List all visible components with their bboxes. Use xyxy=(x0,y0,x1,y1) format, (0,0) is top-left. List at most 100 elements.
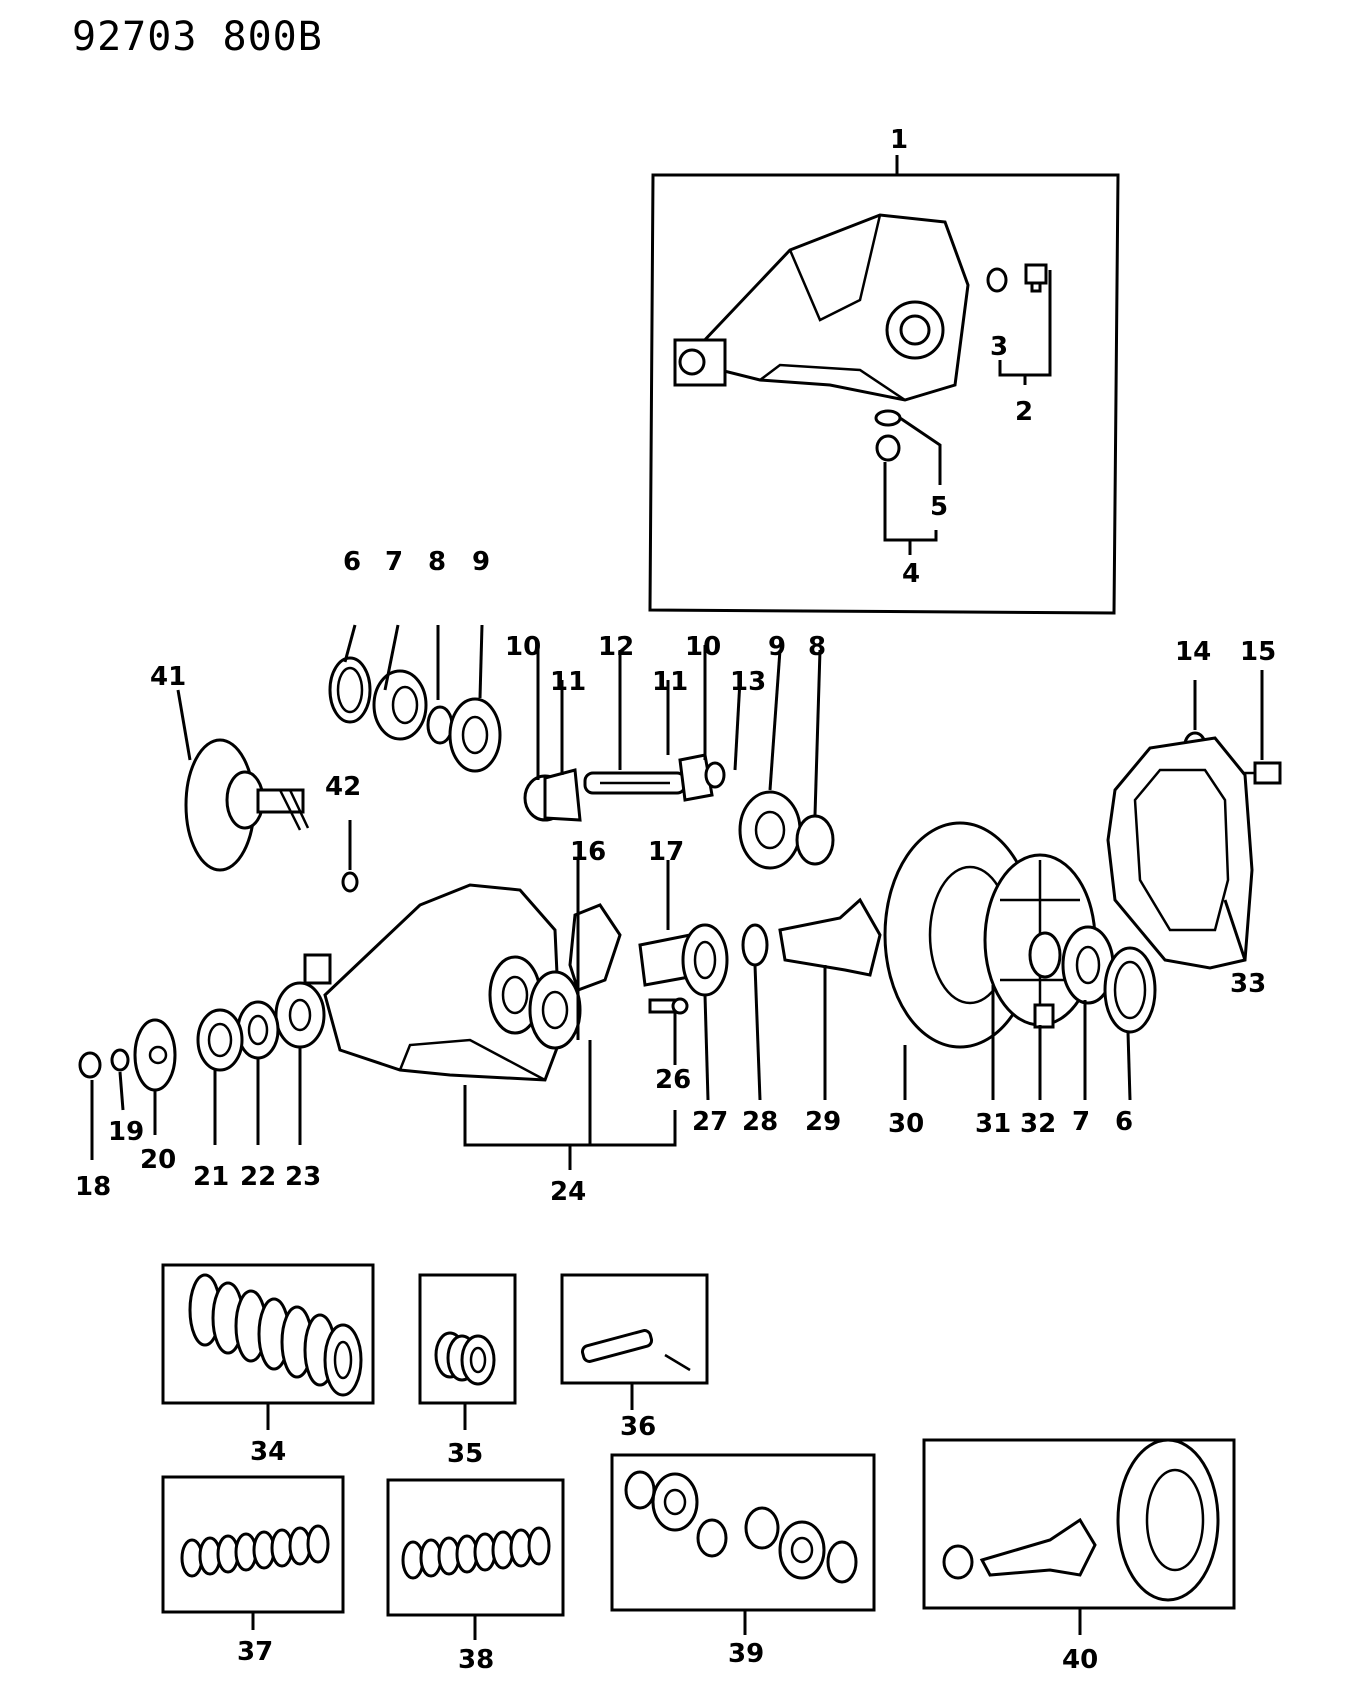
callout-5: 5 xyxy=(930,492,948,522)
bearing-icon xyxy=(274,981,326,1049)
oil-seal-icon xyxy=(328,656,372,724)
callout-15: 15 xyxy=(1240,637,1276,667)
callout-40: 40 xyxy=(1062,1645,1098,1675)
bolt-icon xyxy=(1024,263,1048,293)
callout-10b: 10 xyxy=(685,632,721,662)
callout-39: 39 xyxy=(728,1639,764,1669)
differential-carrier-icon xyxy=(673,213,970,402)
cover-icon xyxy=(1106,736,1254,970)
callout-34: 34 xyxy=(250,1437,286,1467)
callout-9: 9 xyxy=(472,547,490,577)
pinion-shaft-icon xyxy=(583,771,687,795)
oil-seal-icon xyxy=(1103,946,1157,1034)
callout-27: 27 xyxy=(692,1107,728,1137)
carrier-assembly-box xyxy=(648,155,1120,615)
spacer-icon xyxy=(741,923,769,967)
callout-18: 18 xyxy=(75,1172,111,1202)
callout-3: 3 xyxy=(990,332,1008,362)
callout-6b: 6 xyxy=(1115,1107,1133,1137)
gear-icon xyxy=(651,1472,699,1532)
callout-35: 35 xyxy=(447,1439,483,1469)
callout-21: 21 xyxy=(193,1162,229,1192)
oil-seal-icon xyxy=(196,1008,244,1072)
gear-icon xyxy=(696,1518,728,1558)
callout-6: 6 xyxy=(343,547,361,577)
ring-gear-icon xyxy=(1116,1438,1220,1602)
pinion-shaft-icon xyxy=(778,897,882,977)
spacer-icon xyxy=(180,1524,330,1578)
nut-icon xyxy=(986,267,1008,293)
gear-icon xyxy=(738,790,802,870)
callout-30: 30 xyxy=(888,1109,924,1139)
callout-24: 24 xyxy=(550,1177,586,1207)
spacer-icon xyxy=(401,1526,551,1580)
callout-1: 1 xyxy=(890,125,908,155)
companion-flange-icon xyxy=(133,1018,177,1092)
spacer-icon xyxy=(188,1273,363,1397)
spacer-icon xyxy=(568,903,622,992)
washer-icon xyxy=(795,814,835,866)
washer-icon xyxy=(826,1540,858,1584)
callout-19: 19 xyxy=(108,1117,144,1147)
callout-31: 31 xyxy=(975,1109,1011,1139)
gear-icon xyxy=(744,1506,780,1550)
pin-icon xyxy=(341,871,359,893)
callout-7b: 7 xyxy=(1072,1107,1090,1137)
shim-kit-box-38 xyxy=(386,1478,565,1640)
callout-14: 14 xyxy=(1175,637,1211,667)
bearing-icon xyxy=(236,1000,280,1060)
pin-kit-box-36 xyxy=(560,1273,709,1410)
bearing-icon xyxy=(681,923,729,997)
pinion-shaft-icon xyxy=(979,1517,1097,1577)
washer-icon xyxy=(624,1470,656,1510)
callout-11b: 11 xyxy=(652,667,688,697)
callout-32: 32 xyxy=(1020,1109,1056,1139)
bolt-icon xyxy=(648,997,689,1015)
gear-set-box-40 xyxy=(922,1438,1236,1635)
gear-kit-box-39 xyxy=(610,1453,876,1635)
differential-carrier-icon xyxy=(303,883,582,1082)
callout-11: 11 xyxy=(550,667,586,697)
callout-37: 37 xyxy=(237,1637,273,1667)
gear-icon xyxy=(678,753,726,802)
shim-kit-box-34 xyxy=(161,1263,375,1430)
page-code: 92703 800B xyxy=(72,14,323,60)
washer-icon xyxy=(874,409,902,427)
callout-2: 2 xyxy=(1015,397,1033,427)
companion-flange-icon xyxy=(176,689,310,872)
callout-41: 41 xyxy=(150,662,186,692)
callout-26: 26 xyxy=(655,1065,691,1095)
nut-icon xyxy=(942,1544,974,1580)
callout-8b: 8 xyxy=(808,632,826,662)
callout-8: 8 xyxy=(428,547,446,577)
callout-42: 42 xyxy=(325,772,361,802)
bearing-icon xyxy=(372,669,428,741)
nut-icon xyxy=(875,434,901,462)
washer-icon xyxy=(110,1048,130,1072)
gear-icon xyxy=(778,1520,826,1580)
nut-icon xyxy=(78,1051,102,1079)
gear-icon xyxy=(448,697,502,773)
callout-22: 22 xyxy=(240,1162,276,1192)
spacer-icon xyxy=(434,1331,496,1386)
callout-23: 23 xyxy=(285,1162,321,1192)
callout-9b: 9 xyxy=(768,632,786,662)
shim-kit-box-37 xyxy=(161,1475,345,1630)
callout-20: 20 xyxy=(140,1145,176,1175)
callout-12: 12 xyxy=(598,632,634,662)
callout-4: 4 xyxy=(902,559,920,589)
pinion-shaft-icon xyxy=(580,1329,654,1363)
callout-13: 13 xyxy=(730,667,766,697)
bolt-icon xyxy=(1033,1003,1055,1029)
bolt-icon xyxy=(1240,761,1282,785)
washer-icon xyxy=(426,705,454,745)
callout-29: 29 xyxy=(805,1107,841,1137)
callout-36: 36 xyxy=(620,1412,656,1442)
pin-icon xyxy=(664,1353,691,1372)
callout-33: 33 xyxy=(1230,969,1266,999)
shim-kit-box-35 xyxy=(418,1273,517,1430)
callout-28: 28 xyxy=(742,1107,778,1137)
callout-labels: 1 2 3 4 5 6 7 8 9 10 11 12 10 11 13 9 8 … xyxy=(75,125,1276,1675)
